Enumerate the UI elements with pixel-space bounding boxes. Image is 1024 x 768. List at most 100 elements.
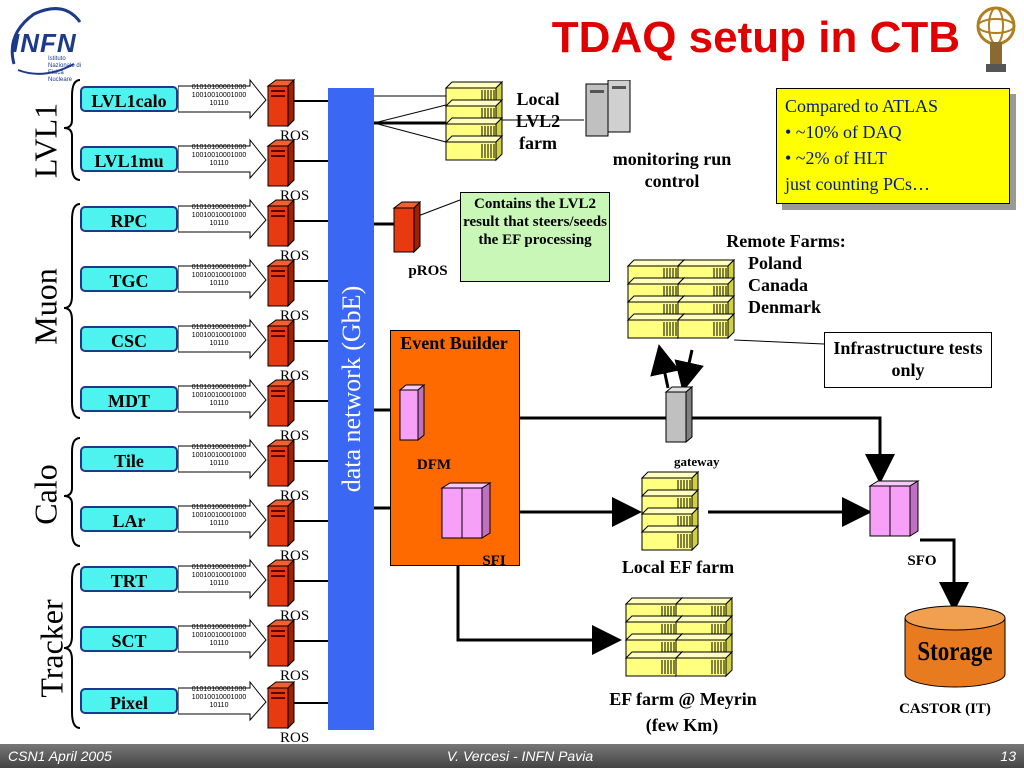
bitstream-line: 01010100001000 xyxy=(191,624,247,631)
dfm-server-icon xyxy=(398,384,426,442)
page-number: 13 xyxy=(1000,748,1016,764)
bitstream-arrow-icon xyxy=(178,558,267,600)
sfo-server-icon xyxy=(868,480,920,537)
bitstream-line: 01010100001000 xyxy=(191,204,247,211)
bitstream-line: 10010010001000 xyxy=(191,272,247,279)
atlas-comparison-box: Compared to ATLAS • ~10% of DAQ • ~2% of… xyxy=(776,88,1010,204)
detector-lvl1mu: LVL1mu xyxy=(80,146,178,172)
bitstream-line: 10010010001000 xyxy=(191,512,247,519)
ros-network-link xyxy=(294,220,330,222)
logo-subtext: Istituto Nazionale di Fisica Nucleare xyxy=(48,56,82,83)
bitstream-line: 10110 xyxy=(209,100,229,107)
remote-site-denmark: Denmark xyxy=(748,297,821,317)
sfi-server-icon xyxy=(440,482,492,539)
sfo-label: SFO xyxy=(907,553,937,569)
ros-server-icon xyxy=(266,680,296,730)
ros-label: ROS xyxy=(280,730,310,746)
bitstream-arrow-icon xyxy=(178,318,267,360)
ros-network-link xyxy=(294,340,330,342)
remote-site-canada: Canada xyxy=(748,275,809,295)
ros-network-link xyxy=(294,160,330,162)
bitstream-line: 10110 xyxy=(209,640,229,647)
bitstream-line: 10010010001000 xyxy=(191,452,247,459)
storage-label: Storage xyxy=(917,636,993,666)
ros-network-link xyxy=(294,702,330,704)
footer-center: V. Vercesi - INFN Pavia xyxy=(446,748,594,764)
atlas-logo-icon xyxy=(976,6,1016,72)
bitstream-line: 01010100001000 xyxy=(191,504,247,511)
remote-farm-rack-icon xyxy=(626,258,736,340)
dfm-label: DFM xyxy=(416,457,452,473)
bitstream-line: 10010010001000 xyxy=(191,392,247,399)
bitstream-line: 01010100001000 xyxy=(191,444,247,451)
detector-rpc: RPC xyxy=(80,206,178,232)
bitstream-line: 10110 xyxy=(209,280,229,287)
bitstream-line: 10110 xyxy=(209,460,229,467)
bitstream-line: 10010010001000 xyxy=(191,152,247,159)
ros-server-icon xyxy=(266,438,296,488)
ros-server-icon xyxy=(266,138,296,188)
footer-left: CSN1 April 2005 xyxy=(8,748,112,764)
ros-network-link xyxy=(294,580,330,582)
pros-server-icon xyxy=(392,200,422,254)
local-ef-label: Local EF farm xyxy=(621,557,735,577)
bitstream-arrow-icon xyxy=(178,618,267,660)
ros-network-link xyxy=(294,640,330,642)
detector-tgc: TGC xyxy=(80,266,178,292)
logo-text: INFN xyxy=(12,28,77,58)
bitstream-line: 01010100001000 xyxy=(191,264,247,271)
gateway-server-icon xyxy=(664,386,694,444)
bitstream-line: 10110 xyxy=(209,520,229,527)
local-ef-rack-icon xyxy=(640,470,700,552)
comparison-heading: Compared to ATLAS xyxy=(785,96,938,116)
ros-server-icon xyxy=(266,318,296,368)
bitstream-line: 10010010001000 xyxy=(191,632,247,639)
ros-network-link xyxy=(294,280,330,282)
ros-label: ROS xyxy=(280,668,310,684)
monitoring-pc-icon xyxy=(585,80,631,137)
gateway-label: gateway xyxy=(674,454,720,469)
remote-farms-title: Remote Farms: xyxy=(726,231,846,251)
detector-lvl1calo: LVL1calo xyxy=(80,86,178,112)
ros-network-link xyxy=(294,100,330,102)
bitstream-arrow-icon xyxy=(178,498,267,540)
ros-server-icon xyxy=(266,498,296,548)
footer-bar xyxy=(0,744,1024,768)
detector-mdt: MDT xyxy=(80,386,178,412)
bitstream-line: 10010010001000 xyxy=(191,332,247,339)
lvl2-result-note: Contains the LVL2 result that steers/see… xyxy=(460,192,610,282)
detector-sct: SCT xyxy=(80,626,178,652)
ros-server-icon xyxy=(266,378,296,428)
castor-label: CASTOR (IT) xyxy=(899,701,991,717)
page-title: TDAQ setup in CTB xyxy=(551,13,960,62)
bitstream-arrow-icon xyxy=(178,258,267,300)
bitstream-line: 01010100001000 xyxy=(191,84,247,91)
local-lvl2-label: Local LVL2 farm xyxy=(515,89,561,153)
bitstream-line: 01010100001000 xyxy=(191,686,247,693)
bitstream-line: 10110 xyxy=(209,160,229,167)
bitstream-line: 01010100001000 xyxy=(191,384,247,391)
remote-site-poland: Poland xyxy=(748,253,803,273)
ef-meyrin-sub: (few Km) xyxy=(645,715,719,735)
pros-label: pROS xyxy=(408,263,448,279)
meyrin-farm-rack-icon xyxy=(624,596,734,678)
event-builder-label: Event Builder xyxy=(400,333,508,353)
bitstream-line: 10010010001000 xyxy=(191,92,247,99)
bitstream-arrow-icon xyxy=(178,138,267,180)
bitstream-line: 10110 xyxy=(209,580,229,587)
storage-cylinder-icon xyxy=(904,605,1006,688)
bitstream-line: 10010010001000 xyxy=(191,694,247,701)
bitstream-line: 10010010001000 xyxy=(191,212,247,219)
bitstream-arrow-icon xyxy=(178,680,267,722)
bitstream-line: 10110 xyxy=(209,220,229,227)
